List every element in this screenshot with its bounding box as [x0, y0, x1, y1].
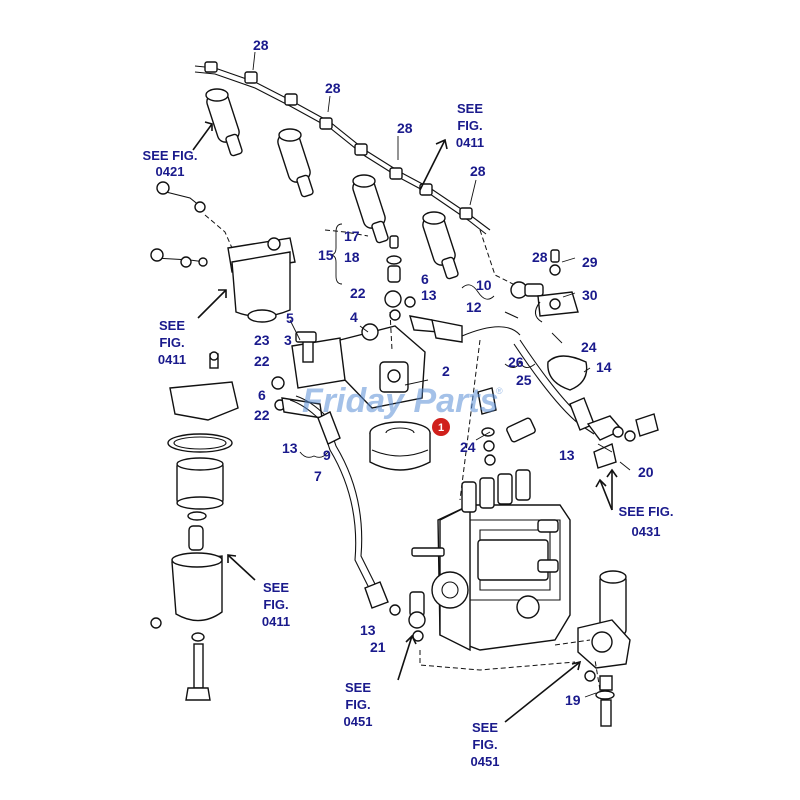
label-19: 19 [565, 692, 581, 708]
spin-on-filter [369, 421, 431, 471]
right-fittings [510, 249, 659, 469]
ref-line: FIG. [345, 697, 370, 712]
ref-line: 0421 [156, 164, 185, 179]
label-3: 3 [284, 332, 292, 348]
ref-line: SEE FIG. [619, 504, 674, 519]
ref-line: FIG. [159, 335, 184, 350]
label-28: 28 [532, 249, 548, 265]
see-fig-0421: SEE FIG. 0421 [143, 148, 198, 179]
label-6: 6 [421, 271, 429, 287]
label-30: 30 [582, 287, 598, 303]
label-28: 28 [470, 163, 486, 179]
ref-line: FIG. [457, 118, 482, 133]
see-fig-0451-right: SEE FIG. 0451 [471, 720, 500, 769]
label-17: 17 [344, 228, 360, 244]
callout-badge: 1 [432, 418, 450, 436]
label-6: 6 [258, 387, 266, 403]
ref-line: 0411 [262, 614, 290, 629]
label-14: 14 [596, 359, 612, 375]
watermark-text: Friday Parts [302, 382, 499, 420]
ref-line: 0411 [158, 352, 186, 367]
ref-line: 0451 [344, 714, 373, 729]
leaders [252, 51, 631, 698]
see-fig-0431: SEE FIG. 0431 [619, 504, 674, 539]
label-21: 21 [370, 639, 386, 655]
fuel-filter-upper [150, 181, 296, 323]
label-22: 22 [254, 353, 270, 369]
ref-line: SEE [457, 101, 483, 116]
injector-3 [352, 174, 389, 244]
label-12: 12 [466, 299, 482, 315]
label-4: 4 [350, 309, 358, 325]
ref-line: SEE [159, 318, 185, 333]
ref-line: 0431 [632, 524, 661, 539]
badge-circle [432, 418, 450, 436]
high-pressure-tube [194, 61, 491, 235]
label-23: 23 [254, 332, 270, 348]
ref-line: SEE [263, 580, 289, 595]
label-25: 25 [516, 372, 532, 388]
label-26: 26 [508, 354, 524, 370]
label-10: 10 [476, 277, 492, 293]
see-fig-0411-bottom: SEE FIG. 0411 [262, 580, 290, 629]
lower-banjo [389, 591, 426, 642]
label-13: 13 [360, 622, 376, 638]
badge-label: 1 [438, 422, 444, 434]
fuel-hoses [289, 311, 601, 609]
injection-pump [411, 469, 571, 652]
feed-pump [577, 570, 631, 727]
label-15: 15 [318, 247, 334, 263]
fuel-filter-lower [150, 351, 239, 701]
label-24: 24 [581, 339, 597, 355]
label-28: 28 [397, 120, 413, 136]
ref-line: FIG. [263, 597, 288, 612]
see-fig-0411-left: SEE FIG. 0411 [158, 318, 186, 367]
label-13: 13 [421, 287, 437, 303]
label-13: 13 [559, 447, 575, 463]
part-labels: 28 28 28 28 28 29 30 17 18 15 6 22 13 10… [253, 37, 654, 708]
label-24: 24 [460, 439, 476, 455]
ref-line: SEE [345, 680, 371, 695]
watermark-mark: ® [496, 386, 503, 396]
label-22: 22 [350, 285, 366, 301]
ref-line: 0451 [471, 754, 500, 769]
label-18: 18 [344, 249, 360, 265]
label-22: 22 [254, 407, 270, 423]
reference-arrows [192, 121, 618, 723]
ref-line: 0411 [456, 135, 484, 150]
see-fig-0451-left: SEE FIG. 0451 [344, 680, 373, 729]
reference-dashes [324, 229, 601, 691]
see-fig-0411-top: SEE FIG. 0411 [456, 101, 484, 150]
ref-line: FIG. [472, 737, 497, 752]
banjo-fittings [384, 235, 463, 343]
ref-line: SEE [472, 720, 498, 735]
label-2: 2 [442, 363, 450, 379]
injector-1 [205, 88, 243, 157]
injector-2 [277, 128, 314, 198]
label-20: 20 [638, 464, 654, 480]
injector-4 [422, 211, 459, 280]
label-29: 29 [582, 254, 598, 270]
label-7: 7 [314, 468, 322, 484]
label-13: 13 [282, 440, 298, 456]
ref-line: SEE FIG. [143, 148, 198, 163]
label-5: 5 [286, 310, 294, 326]
label-9: 9 [323, 447, 331, 463]
label-28: 28 [325, 80, 341, 96]
label-28: 28 [253, 37, 269, 53]
watermark: Friday Parts ® [302, 382, 503, 420]
